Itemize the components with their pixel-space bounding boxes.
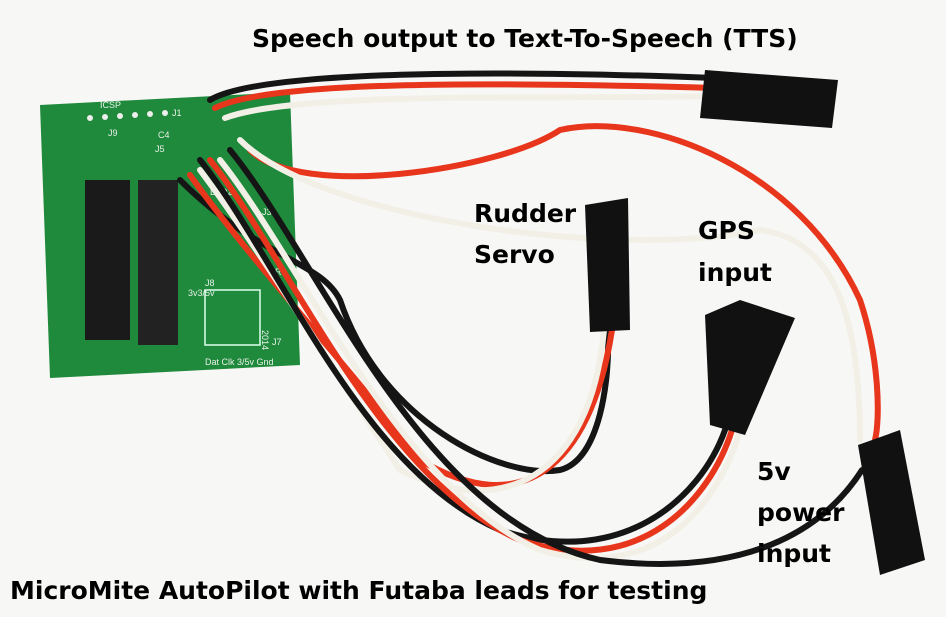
silk-year: 2014 xyxy=(260,330,270,350)
power-connector xyxy=(858,430,925,575)
silk-j8: J8 xyxy=(205,278,215,288)
silk-j1: J1 xyxy=(172,108,182,118)
silk-j5: J5 xyxy=(155,144,165,154)
wires xyxy=(177,70,881,567)
power-label-line2: power xyxy=(757,498,845,527)
pcb-board: ICSP J1 J9 C4 J5 LED2 J3 R3 J8 3v3/5v 20… xyxy=(40,92,300,378)
rudder-label-line2: Servo xyxy=(474,240,555,269)
rudder-label-line1: Rudder xyxy=(474,199,577,228)
silk-j9: J9 xyxy=(108,128,118,138)
silk-c4: C4 xyxy=(158,130,170,140)
gps-label-line1: GPS xyxy=(698,216,755,245)
rudder-servo-connector xyxy=(585,198,630,332)
microcontroller-chip xyxy=(85,180,130,340)
silk-j7: J7 xyxy=(272,337,282,347)
silk-j3: J3 xyxy=(262,207,272,217)
power-label-line3: input xyxy=(757,539,832,568)
gps-label-line2: input xyxy=(698,258,773,287)
silk-icsp: ICSP xyxy=(100,100,121,110)
connectors xyxy=(585,70,925,575)
silk-pins: Dat Clk 3/5v Gnd xyxy=(205,357,274,367)
caption: MicroMite AutoPilot with Futaba leads fo… xyxy=(10,576,708,605)
silk-j8-sub: 3v3/5v xyxy=(188,288,215,298)
ic-socket xyxy=(138,180,178,345)
power-label-line1: 5v xyxy=(757,457,791,486)
tts-label: Speech output to Text-To-Speech (TTS) xyxy=(252,24,798,53)
gps-connector xyxy=(705,300,795,435)
tts-connector xyxy=(700,70,838,128)
